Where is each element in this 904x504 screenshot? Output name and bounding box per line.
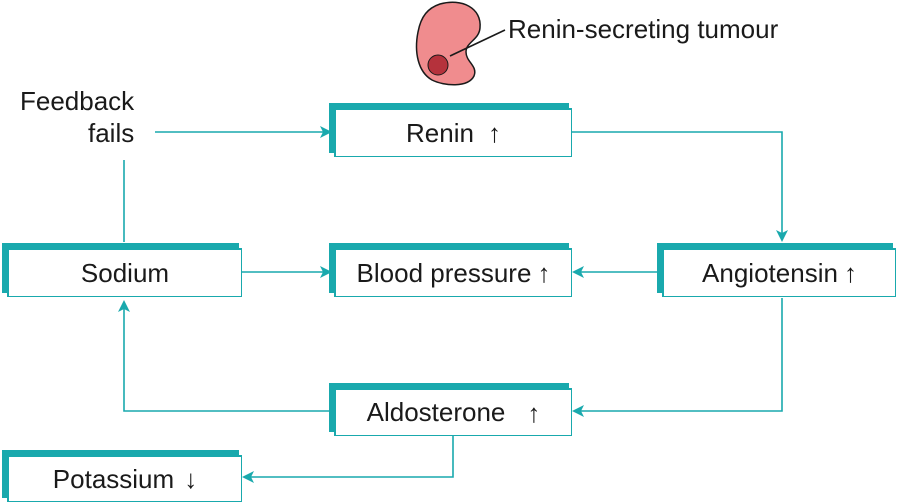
blood-pressure-box: Blood pressure ↑ (329, 243, 572, 297)
feedback-label-line2: fails (88, 118, 135, 148)
aldosterone-box: Aldosterone ↑ (329, 383, 572, 436)
arrow-aldosterone-to-potassium (242, 436, 454, 483)
sodium-box: Sodium (2, 243, 242, 297)
potassium-label: Potassium (52, 463, 175, 494)
up-arrow-icon: ↑ (527, 397, 541, 428)
up-arrow-icon: ↑ (843, 258, 857, 288)
angiotensin-label: Angiotensin (702, 257, 838, 288)
feedback-label-line1: Feedback (20, 86, 135, 116)
up-arrow-icon: ↑ (537, 258, 551, 288)
renin-box: Renin ↑ (329, 103, 572, 157)
kidney-icon (415, 1, 506, 86)
tumour-pointer (449, 29, 506, 57)
arrow-aldosterone-to-sodium (118, 300, 330, 412)
sodium-label: Sodium (80, 257, 170, 288)
blood-pressure-label: Blood pressure (356, 257, 532, 288)
potassium-box: Potassium ↓ (2, 450, 242, 502)
tumour-icon (427, 54, 449, 76)
aldosterone-label: Aldosterone (366, 397, 506, 427)
arrow-renin-to-angiotensin (572, 131, 788, 242)
up-arrow-icon: ↑ (487, 118, 501, 148)
tumour-label: Renin-secreting tumour (508, 14, 779, 44)
renin-label: Renin (406, 117, 474, 148)
angiotensin-box: Angiotensin ↑ (657, 243, 896, 297)
arrow-angiotensin-to-aldosterone (572, 298, 783, 417)
down-arrow-icon: ↓ (184, 464, 198, 494)
